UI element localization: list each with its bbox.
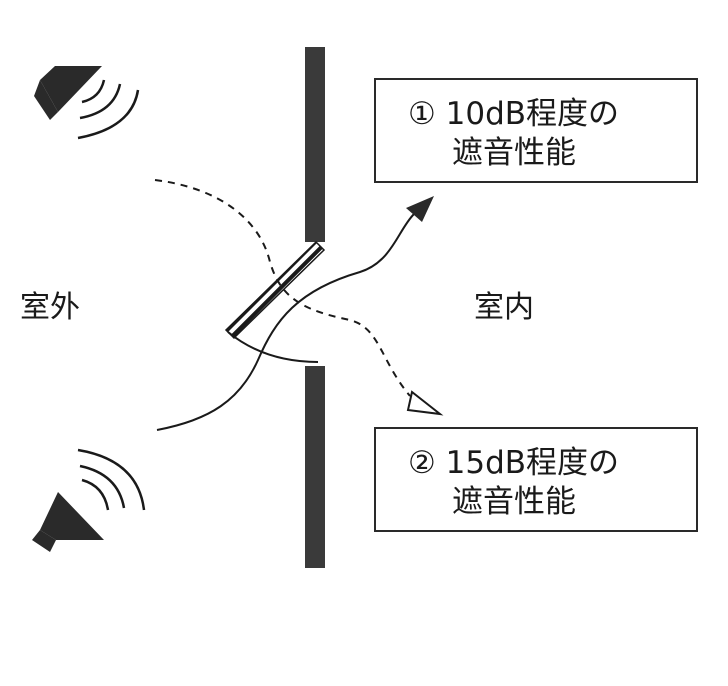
outdoor-label: 室外 xyxy=(20,290,80,325)
speaker-top-icon xyxy=(34,66,140,140)
box-2-line-1: ② 15dB程度の xyxy=(408,445,619,481)
sound-path-solid xyxy=(156,213,415,431)
box-1-line-2: 遮音性能 xyxy=(452,135,576,171)
vent-panel xyxy=(224,240,326,340)
speaker-bottom-icon xyxy=(32,448,146,552)
arrowhead-dashed xyxy=(406,390,444,416)
vent-flow-curve xyxy=(227,331,319,363)
indoor-label: 室内 xyxy=(474,290,534,325)
wall-lower xyxy=(305,366,325,568)
performance-box-2: ② 15dB程度の 遮音性能 xyxy=(374,427,698,532)
wall-upper xyxy=(305,47,325,242)
box-1-line-1: ① 10dB程度の xyxy=(408,96,619,132)
sound-path-dashed xyxy=(154,179,411,397)
box-2-line-2: 遮音性能 xyxy=(452,484,576,520)
arrowhead-solid xyxy=(406,196,434,222)
performance-box-1: ① 10dB程度の 遮音性能 xyxy=(374,78,698,183)
